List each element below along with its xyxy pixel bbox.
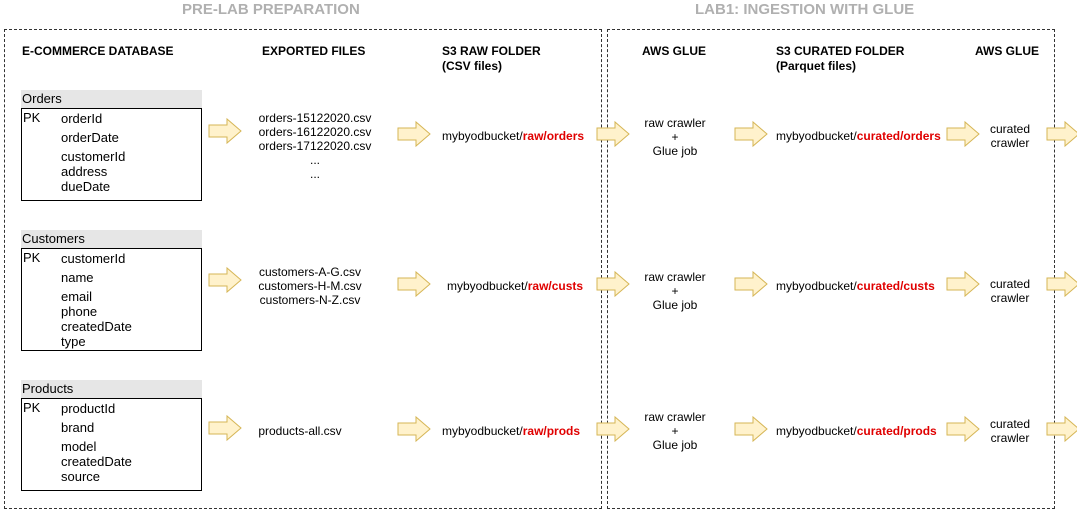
s3-curated-path-custs: mybyodbucket/curated/custs bbox=[776, 279, 935, 293]
table-field: model bbox=[61, 439, 97, 454]
table-field: customerId bbox=[61, 251, 126, 266]
flow-arrow-icon bbox=[208, 266, 242, 294]
flow-arrow-icon bbox=[1046, 270, 1077, 298]
column-subheader-s3-raw: (CSV files) bbox=[442, 59, 503, 73]
primary-key-label: PK bbox=[23, 400, 41, 415]
flow-arrow-icon bbox=[946, 415, 980, 443]
table-body-orders bbox=[21, 108, 202, 201]
flow-arrow-icon bbox=[946, 270, 980, 298]
table-field: type bbox=[61, 334, 86, 349]
table-field: customerId bbox=[61, 149, 126, 164]
exported-file: orders-16122020.csv bbox=[258, 125, 372, 139]
glue-job-orders: raw crawler+Glue job bbox=[644, 116, 706, 158]
table-header-products: Products bbox=[21, 380, 202, 398]
exported-file: customers-H-M.csv bbox=[258, 279, 362, 293]
table-body-products bbox=[21, 398, 202, 491]
table-field: email bbox=[61, 289, 93, 304]
column-subheader-s3-curated: (Parquet files) bbox=[776, 59, 857, 73]
column-header-s3-curated: S3 CURATED FOLDER bbox=[776, 44, 905, 58]
flow-arrow-icon bbox=[596, 270, 630, 298]
exported-file: orders-17122020.csv bbox=[258, 139, 372, 153]
flow-arrow-icon bbox=[596, 120, 630, 148]
table-field: phone bbox=[61, 304, 98, 319]
table-field: createdDate bbox=[61, 319, 132, 334]
table-field: orderId bbox=[61, 111, 103, 126]
section-title-prelab: PRE-LAB PREPARATION bbox=[182, 1, 360, 18]
flow-arrow-icon bbox=[734, 120, 768, 148]
table-body-customers bbox=[21, 248, 202, 351]
primary-key-label: PK bbox=[23, 250, 41, 265]
glue-job-prods: raw crawler+Glue job bbox=[644, 410, 706, 452]
flow-arrow-icon bbox=[397, 120, 431, 148]
flow-arrow-icon bbox=[397, 270, 431, 298]
exported-file: customers-N-Z.csv bbox=[259, 293, 361, 307]
primary-key-label: PK bbox=[23, 110, 41, 125]
table-field: brand bbox=[61, 420, 95, 435]
table-field: createdDate bbox=[61, 454, 132, 469]
prelab-group-box bbox=[4, 29, 602, 509]
lab1-group-box bbox=[607, 29, 1055, 509]
column-header-aws-glue-2: AWS GLUE bbox=[975, 44, 1040, 58]
flow-arrow-icon bbox=[208, 414, 242, 442]
table-header-customers: Customers bbox=[21, 230, 202, 248]
column-header-s3-raw: S3 RAW FOLDER bbox=[442, 44, 541, 58]
section-title-lab1: LAB1: INGESTION WITH GLUE bbox=[695, 1, 915, 18]
table-field: dueDate bbox=[61, 179, 111, 194]
flow-arrow-icon bbox=[1046, 120, 1077, 148]
exported-file: ... bbox=[309, 153, 320, 167]
exported-file: ... bbox=[309, 167, 320, 181]
table-field: orderDate bbox=[61, 130, 119, 145]
flow-arrow-icon bbox=[734, 270, 768, 298]
glue-job-custs: raw crawler+Glue job bbox=[644, 270, 706, 312]
flow-arrow-icon bbox=[1046, 415, 1077, 443]
exported-file: products-all.csv bbox=[258, 424, 342, 438]
flow-arrow-icon bbox=[397, 415, 431, 443]
column-header-database: E-COMMERCE DATABASE bbox=[22, 44, 174, 58]
s3-raw-path-custs: mybyodbucket/raw/custs bbox=[447, 279, 584, 293]
s3-curated-path-orders: mybyodbucket/curated/orders bbox=[776, 129, 941, 143]
flow-arrow-icon bbox=[596, 415, 630, 443]
table-field: address bbox=[61, 164, 108, 179]
table-field: source bbox=[61, 469, 101, 484]
s3-curated-path-prods: mybyodbucket/curated/prods bbox=[776, 424, 937, 438]
flow-arrow-icon bbox=[208, 117, 242, 145]
flow-arrow-icon bbox=[946, 120, 980, 148]
column-header-exported-files: EXPORTED FILES bbox=[262, 44, 366, 58]
flow-arrow-icon bbox=[734, 415, 768, 443]
exported-file: customers-A-G.csv bbox=[258, 265, 361, 279]
column-header-aws-glue-1: AWS GLUE bbox=[642, 44, 707, 58]
exported-file: orders-15122020.csv bbox=[258, 111, 372, 125]
table-field: productId bbox=[61, 401, 116, 416]
table-header-orders: Orders bbox=[21, 90, 202, 108]
s3-raw-path-prods: mybyodbucket/raw/prods bbox=[442, 424, 581, 438]
s3-raw-path-orders: mybyodbucket/raw/orders bbox=[442, 129, 585, 143]
table-field: name bbox=[61, 270, 94, 285]
